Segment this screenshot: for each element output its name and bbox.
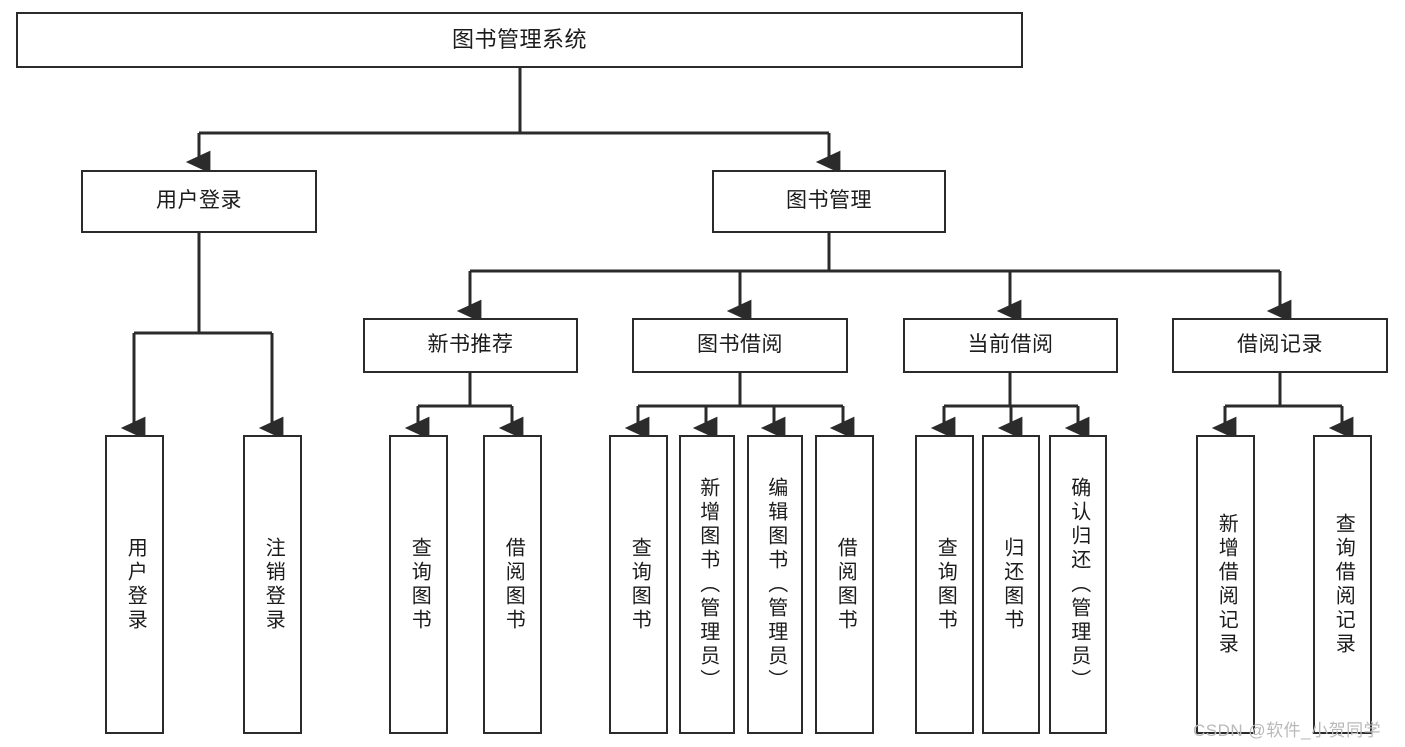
- node-label: 当前借阅: [967, 333, 1054, 357]
- leaf-borrow-record-add-record[interactable]: 新增借阅记录: [1196, 435, 1255, 734]
- node-label: 编辑图书（管理员）: [764, 476, 787, 693]
- node-borrow-record[interactable]: 借阅记录: [1172, 318, 1388, 373]
- node-label: 图书借阅: [697, 333, 783, 357]
- node-label: 用户登录: [156, 189, 242, 213]
- node-label: 查询图书: [934, 536, 957, 633]
- node-new-book-recommend[interactable]: 新书推荐: [363, 318, 578, 373]
- leaf-book-borrow-add-book-admin[interactable]: 新增图书（管理员）: [679, 435, 735, 734]
- node-label: 注销登录: [262, 536, 285, 633]
- leaf-new-book-query-book[interactable]: 查询图书: [389, 435, 448, 734]
- leaf-book-borrow-borrow-book[interactable]: 借阅图书: [815, 435, 874, 734]
- leaf-user-login-login[interactable]: 用户登录: [105, 435, 164, 734]
- leaf-new-book-borrow-book[interactable]: 借阅图书: [483, 435, 542, 734]
- node-label: 借阅记录: [1237, 333, 1323, 357]
- leaf-book-borrow-query-book[interactable]: 查询图书: [609, 435, 668, 734]
- node-label: 查询图书: [628, 536, 651, 633]
- node-label: 确认归还（管理员）: [1067, 476, 1090, 693]
- node-label: 归还图书: [1000, 536, 1023, 633]
- node-label: 图书管理: [786, 189, 872, 213]
- csdn-watermark: CSDN @软件_小贺同学: [1193, 721, 1382, 740]
- node-book-borrow[interactable]: 图书借阅: [632, 318, 848, 373]
- node-label: 图书管理系统: [451, 27, 587, 53]
- node-root-book-management-system[interactable]: 图书管理系统: [16, 12, 1023, 68]
- node-label: 查询图书: [408, 536, 431, 633]
- node-label: 新增图书（管理员）: [696, 476, 719, 693]
- leaf-book-borrow-edit-book-admin[interactable]: 编辑图书（管理员）: [747, 435, 803, 734]
- node-label: 借阅图书: [502, 536, 525, 633]
- node-label: 查询借阅记录: [1332, 512, 1355, 657]
- leaf-current-borrow-return-book[interactable]: 归还图书: [982, 435, 1040, 734]
- leaf-current-borrow-query-book[interactable]: 查询图书: [915, 435, 974, 734]
- node-current-borrow[interactable]: 当前借阅: [903, 318, 1118, 373]
- node-label: 新增借阅记录: [1215, 512, 1238, 657]
- node-user-login[interactable]: 用户登录: [81, 170, 317, 233]
- node-label: 新书推荐: [427, 333, 514, 357]
- leaf-user-login-logout[interactable]: 注销登录: [243, 435, 302, 734]
- node-label: 借阅图书: [834, 536, 857, 633]
- leaf-borrow-record-query-record[interactable]: 查询借阅记录: [1313, 435, 1372, 734]
- leaf-current-borrow-confirm-return-admin[interactable]: 确认归还（管理员）: [1049, 435, 1107, 734]
- node-book-management[interactable]: 图书管理: [712, 170, 946, 233]
- node-label: 用户登录: [124, 536, 147, 633]
